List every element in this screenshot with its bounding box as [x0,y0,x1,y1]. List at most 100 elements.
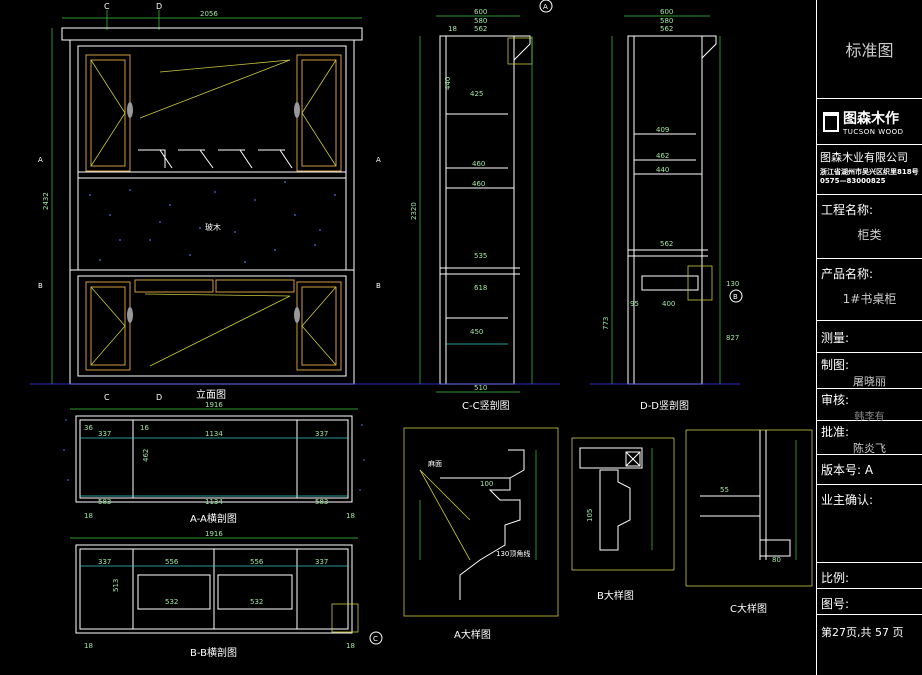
dim-bb-337-right: 337 [315,558,328,566]
review-value: 韩李有 [854,412,885,423]
company-address: 浙江省湖州市吴兴区织里818号 [820,168,919,176]
dim-dd-580: 580 [660,17,673,25]
measure-cell: 测量: [817,321,922,353]
dim-dd-130: 130 [726,280,739,288]
standard-cell: 标准图 [817,0,922,99]
dim-cc-510: 510 [474,384,487,392]
cc-section-view: 600 580 562 18 A 2320 425 460 460 535 61… [400,0,560,412]
title-block: 标准图 图森木作 TUCSON WOOD 图森木业有限公司 浙江省湖州市吴兴区织… [816,0,922,675]
page-info-cell: 第27页,共 57 页 [817,615,922,643]
dim-aa-16: 16 [140,424,149,432]
dim-cc-2320: 2320 [410,202,418,220]
dim-aa-337-right: 337 [315,430,328,438]
brand-logo-icon [823,111,839,132]
c-detail-view: 55 80 C大样图 [685,429,813,615]
marker-d-aa: D [156,393,162,402]
dim-cc-600: 600 [474,8,487,16]
approve-value: 陈炎飞 [853,442,886,455]
version-cell: 版本号: A [817,455,922,485]
measure-label: 测量: [821,331,850,345]
dim-aa-583-left: 583 [98,498,111,506]
dim-cc-450: 450 [470,328,483,336]
dim-dd-440: 440 [656,166,669,174]
approve-cell: 批准: 陈炎飞 [817,421,922,455]
glass-panel [77,177,347,271]
dim-cc-440: 440 [444,77,452,90]
dim-bb-532-left: 532 [165,598,178,606]
marker-c-aa: C [104,393,110,402]
dim-bb-532-right: 532 [250,598,263,606]
dim-aa-18-left: 18 [84,512,93,520]
dim-b-105: 105 [586,509,594,522]
drawing-no-label: 图号: [821,597,850,611]
dim-cc-460-b: 460 [472,180,485,188]
title-dd-section: D-D竖剖图 [640,399,689,412]
dim-dd-562-b: 562 [660,240,673,248]
dim-cc-580: 580 [474,17,487,25]
title-aa-section: A-A横剖图 [190,512,237,525]
dim-aa-462: 462 [142,449,150,462]
dim-dd-773: 773 [602,317,610,330]
dim-c-80: 80 [772,556,781,564]
company-cell: 图森木业有限公司 浙江省湖州市吴兴区织里818号 0575—83000825 [817,145,922,195]
title-b-detail: B大样图 [597,589,634,602]
dim-aa-18-right: 18 [346,512,355,520]
drawing-no-cell: 图号: [817,589,922,615]
marker-b-left: B [38,282,43,290]
title-bb-section: B-B横剖图 [190,646,237,659]
review-label: 审核: [821,393,850,407]
dim-cc-535: 535 [474,252,487,260]
blank-label: 麻面 [428,459,442,468]
scale-label: 比例: [821,571,850,585]
draw-label: 制图: [821,358,850,372]
page-info: 第27页,共 57 页 [821,626,904,639]
product-label: 产品名称: [821,267,874,281]
review-cell: 审核: 韩李有 [817,389,922,423]
dim-dd-400: 400 [662,300,675,308]
approve-label: 批准: [821,425,850,439]
scale-cell: 比例: [817,563,922,589]
dim-cc-562: 562 [474,25,487,33]
dim-overall-width: 2056 [200,10,218,18]
brand-cell: 图森木作 TUCSON WOOD [817,99,922,145]
dim-aa-583-right: 583 [315,498,328,506]
company-name: 图森木业有限公司 [820,151,908,164]
title-a-detail: A大样图 [454,628,491,641]
dim-dd-95: 95 [630,300,639,308]
dim-cc-618: 618 [474,284,487,292]
marker-a-cc: A [543,3,548,11]
molding-label: 130顶角线 [496,549,530,558]
project-cell: 工程名称: 柜类 [817,195,922,259]
company-phone: 0575—83000825 [820,177,886,185]
a-detail-view: 麻面 100 130顶角线 A大样图 [403,427,559,641]
title-elevation: 立面图 [196,388,226,401]
dim-dd-600: 600 [660,8,673,16]
project-value: 柜类 [857,228,882,242]
dim-aa-total: 1916 [205,401,223,409]
marker-c-top: C [104,2,110,11]
dim-cc-425: 425 [470,90,483,98]
dim-aa-1134: 1134 [205,430,223,438]
bb-section-view: 1916 337 556 556 337 532 532 513 C 18 18… [70,530,383,659]
marker-b-dd: B [733,293,738,301]
dim-bb-337-left: 337 [98,558,111,566]
dim-cc-18: 18 [448,25,457,33]
glass-label: 玻木 [205,222,221,232]
marker-c-bb: C [373,635,378,643]
dim-aa-337-left: 337 [98,430,111,438]
standard-label: 标准图 [845,41,894,60]
dim-bb-18-right: 18 [346,642,355,650]
elevation-view: 2056 C D 2432 玻木 [30,2,400,401]
dim-bb-513: 513 [112,579,120,592]
project-label: 工程名称: [821,203,874,217]
owner-cell: 业主确认: [817,485,922,563]
aa-section-view: C D 1916 337 1134 337 36 16 462 583 1134… [63,393,365,525]
dim-overall-height: 2432 [42,192,50,210]
dim-dd-827: 827 [726,334,739,342]
draw-cell: 制图: 屠晓丽 [817,353,922,389]
dim-bb-556-right: 556 [250,558,264,566]
dim-dd-409: 409 [656,126,669,134]
marker-b-right: B [376,282,381,290]
dim-a-100: 100 [480,480,493,488]
